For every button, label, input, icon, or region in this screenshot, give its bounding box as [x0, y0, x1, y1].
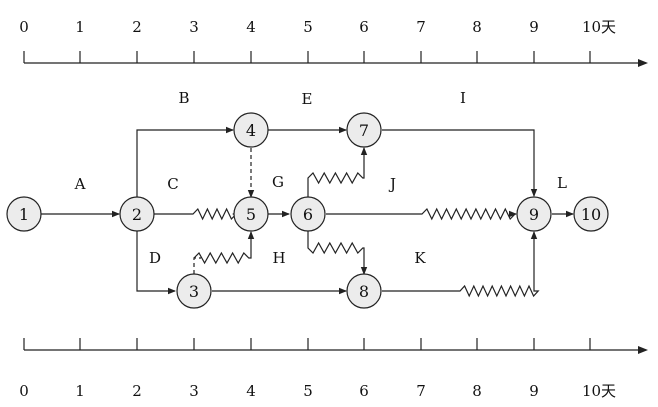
- top-axis-tick-label: 4: [246, 18, 256, 36]
- bottom-axis-tick-label: 10天: [582, 382, 616, 400]
- bottom-axis-tick-label: 0: [19, 382, 29, 400]
- node-2: 2: [119, 196, 155, 232]
- bottom-axis-tick-label: 6: [359, 382, 369, 400]
- node-circle: [233, 112, 269, 148]
- arrow-c: [154, 207, 240, 221]
- node-circle: [233, 196, 269, 232]
- activity-label-d: D: [149, 249, 161, 267]
- node-circle: [290, 196, 326, 232]
- node-circle: [6, 196, 42, 232]
- activity-label-l: L: [557, 174, 567, 192]
- top-axis-tick-label: 8: [472, 18, 482, 36]
- top-axis-tick-label: 6: [359, 18, 369, 36]
- bottom-axis-tick-label: 9: [529, 382, 539, 400]
- node-circle: [176, 273, 212, 309]
- activity-label-j: J: [388, 175, 396, 193]
- top-axis-tick-label: 7: [416, 18, 426, 36]
- bottom-axis-tick-label: 7: [416, 382, 426, 400]
- arrow-j: [326, 207, 517, 221]
- activity-label-c: C: [167, 175, 178, 193]
- bottom-time-axis: 0 1 2 3 4 5 6 7 8 9 10天: [19, 338, 648, 400]
- bottom-axis-arrowhead: [638, 346, 648, 354]
- top-axis-tick-label: 5: [303, 18, 313, 36]
- top-axis-tick-label: 2: [132, 18, 142, 36]
- node-label: 8: [359, 282, 369, 301]
- node-3: 3: [176, 273, 212, 309]
- node-label: 10: [581, 205, 601, 224]
- dummy-arrow-3-5-dashed-part: [193, 257, 201, 274]
- activity-label-g: G: [272, 173, 284, 191]
- node-label: 2: [132, 205, 142, 224]
- node-label: 9: [529, 205, 539, 224]
- top-axis-arrowhead: [638, 59, 648, 67]
- node-10: 10: [573, 196, 609, 232]
- node-7: 7: [346, 112, 382, 148]
- node-5: 5: [233, 196, 269, 232]
- dummy-arrow-6-8: [307, 231, 368, 275]
- arrow-k: [382, 231, 540, 298]
- bottom-axis-tick-label: 2: [132, 382, 142, 400]
- top-axis-tick-label: 10天: [582, 18, 616, 36]
- node-label: 1: [19, 205, 29, 224]
- top-axis-tick-label: 0: [19, 18, 29, 36]
- network-nodes: 1 2 3 4 5 6 7 8 9 10: [6, 112, 609, 309]
- node-circle: [346, 273, 382, 309]
- node-label: 4: [246, 121, 256, 140]
- activity-label-k: K: [414, 249, 426, 267]
- dummy-arrow-3-5-wavy-part: [193, 231, 255, 265]
- node-circle: [516, 196, 552, 232]
- top-axis-tick-label: 9: [529, 18, 539, 36]
- node-circle: [573, 196, 609, 232]
- node-label: 5: [246, 205, 256, 224]
- bottom-axis-tick-label: 4: [246, 382, 256, 400]
- arrow-i: [382, 129, 538, 197]
- top-time-axis: 0 1 2 3 4 5 6 7 8 9 10天: [19, 18, 648, 67]
- activity-label-b: B: [178, 89, 189, 107]
- dummy-arrow-6-7: [307, 147, 368, 197]
- node-label: 6: [303, 205, 313, 224]
- top-axis-ticks: 0 1 2 3 4 5 6 7 8 9 10天: [19, 18, 616, 63]
- activity-label-i: I: [460, 89, 466, 107]
- activity-label-e: E: [302, 90, 313, 108]
- activity-label-a: A: [74, 175, 86, 193]
- top-axis-tick-label: 3: [189, 18, 199, 36]
- activity-labels: A B C D E G H I J K L: [74, 89, 567, 267]
- activity-arrows: [40, 126, 574, 298]
- top-axis-tick-label: 1: [75, 18, 85, 36]
- bottom-axis-tick-label: 3: [189, 382, 199, 400]
- arrow-b: [136, 126, 234, 197]
- node-circle: [119, 196, 155, 232]
- bottom-axis-tick-label: 1: [75, 382, 85, 400]
- activity-label-h: H: [272, 249, 285, 267]
- arrow-d: [136, 231, 176, 295]
- bottom-axis-tick-label: 5: [303, 382, 313, 400]
- bottom-axis-tick-label: 8: [472, 382, 482, 400]
- node-1: 1: [6, 196, 42, 232]
- node-label: 7: [359, 121, 369, 140]
- node-label: 3: [189, 282, 199, 301]
- node-4: 4: [233, 112, 269, 148]
- node-9: 9: [516, 196, 552, 232]
- node-6: 6: [290, 196, 326, 232]
- bottom-axis-ticks: 0 1 2 3 4 5 6 7 8 9 10天: [19, 338, 616, 400]
- node-8: 8: [346, 273, 382, 309]
- node-circle: [346, 112, 382, 148]
